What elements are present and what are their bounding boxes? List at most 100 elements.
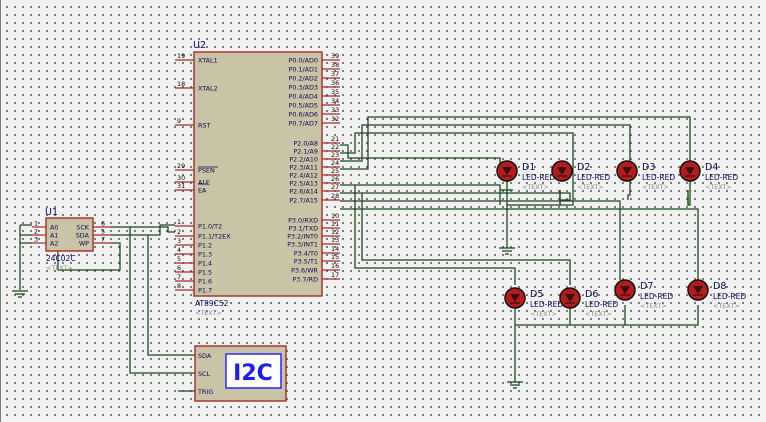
ground-symbol-leds-top (499, 247, 515, 255)
led-value: LED-RED (640, 292, 673, 301)
eeprom-pin-name: A2 (50, 240, 58, 248)
mcu-pin-number: 32 (331, 115, 339, 123)
led-refdes: D3 (642, 162, 655, 173)
led-value: LED-RED (577, 173, 610, 182)
eeprom-pin-name: A1 (50, 232, 58, 240)
mcu-pin-number: 19 (177, 52, 185, 60)
diode-triangle-icon (557, 167, 567, 175)
led-refdes: D7 (640, 281, 653, 292)
mcu-pin-number: 22 (331, 143, 339, 151)
mcu-right-pins: 39P0.0/AD038P0.1/AD137P0.2/AD236P0.3/AD3… (287, 52, 340, 284)
mcu-pin-name: P3.6/WR (291, 267, 318, 275)
mcu-pin-name: P0.5/AD5 (288, 102, 318, 110)
mcu-pin-name: P2.7/A15 (289, 197, 318, 205)
eeprom-pin-name: WP (79, 240, 89, 248)
eeprom-pin-number: 2 (34, 228, 38, 236)
eeprom-body[interactable] (45, 217, 94, 252)
diode-triangle-icon (693, 286, 703, 294)
led-text-placeholder: <TEXT> (705, 183, 732, 191)
mcu-pin-number: 10 (331, 212, 339, 220)
diode-triangle-icon (622, 167, 632, 175)
mcu-pin-name: P2.4/A12 (289, 172, 318, 180)
mcu-body[interactable] (193, 51, 323, 297)
ground-symbol-leds-bottom (507, 381, 523, 389)
mcu-pin-number: 39 (331, 52, 339, 60)
mcu-pin-name: P0.0/AD0 (288, 57, 318, 65)
mcu-pin-name: P3.3/INT1 (287, 241, 318, 249)
led-value: LED-RED (585, 300, 618, 309)
mcu-pin-name: P3.1/TXD (289, 225, 318, 233)
led-text-placeholder: <TEXT> (522, 183, 549, 191)
mcu-pin-name: RST (198, 122, 210, 130)
mcu-pin-name: P3.4/T0 (294, 250, 318, 258)
mcu-pin-name: P0.2/AD2 (288, 75, 318, 83)
led-refdes: D6 (585, 289, 598, 300)
led-refdes: D1 (522, 162, 535, 173)
mcu-pin-number: 31 (177, 182, 185, 190)
mcu-u2[interactable]: U2 AT89C52 <TEXT> 19XTAL118XTAL29RST29PS… (175, 40, 340, 317)
mcu-pin-name: P3.7/RD (292, 276, 318, 284)
i2c-pin-sda: SDA (198, 352, 212, 360)
mcu-pin-name: XTAL2 (198, 85, 218, 93)
mcu-refdes: U2 (193, 40, 206, 51)
eeprom-text-placeholder: <TEXT> (46, 264, 73, 272)
mcu-pin-number: 7 (177, 273, 181, 281)
mcu-pin-number: 1 (177, 218, 181, 226)
mcu-pin-number: 37 (331, 70, 339, 78)
led-value: LED-RED (642, 173, 675, 182)
mcu-pin-number: 18 (177, 80, 185, 88)
eeprom-pin-number: 1 (34, 220, 38, 228)
led-refdes: D2 (577, 162, 590, 173)
mcu-left-pins: 19XTAL118XTAL29RST29PSEN30ALE31EA1P1.0/T… (175, 52, 231, 295)
mcu-pin-name: P1.0/T2 (198, 223, 222, 231)
mcu-pin-name: XTAL1 (198, 57, 218, 65)
mcu-pin-name: P2.0/A8 (293, 140, 318, 148)
mcu-pin-number: 9 (177, 117, 181, 125)
mcu-pin-number: 34 (331, 97, 339, 105)
mcu-pin-number: 4 (177, 246, 181, 254)
mcu-pin-number: 29 (177, 162, 185, 170)
mcu-pin-number: 2 (177, 228, 181, 236)
mcu-pin-number: 38 (331, 61, 339, 69)
mcu-pin-name: P2.6/A14 (289, 188, 318, 196)
i2c-debugger[interactable]: I2C SDA SCL TRIG (194, 345, 287, 402)
mcu-pin-name: P1.5 (198, 269, 212, 277)
mcu-pin-number: 36 (331, 79, 339, 87)
mcu-pin-name: P2.5/A13 (289, 180, 318, 188)
mcu-pin-number: 15 (331, 253, 339, 261)
mcu-pin-number: 23 (331, 151, 339, 159)
diode-triangle-icon (510, 294, 520, 302)
led-value: LED-RED (705, 173, 738, 182)
mcu-pin-number: 16 (331, 262, 339, 270)
mcu-pin-name: EA (198, 187, 207, 195)
led-refdes: D4 (705, 162, 718, 173)
mcu-pin-number: 21 (331, 135, 339, 143)
mcu-text-placeholder: <TEXT> (195, 309, 222, 317)
eeprom-pin-number: 3 (34, 236, 38, 244)
mcu-pin-number: 35 (331, 88, 339, 96)
mcu-pin-name: P0.6/AD6 (288, 111, 318, 119)
mcu-pin-name: P2.2/A10 (289, 156, 318, 164)
eeprom-pin-number: 7 (101, 236, 105, 244)
led-text-placeholder: <TEXT> (577, 183, 604, 191)
mcu-pin-number: 6 (177, 264, 181, 272)
mcu-pin-number: 5 (177, 255, 181, 263)
eeprom-part: 24C02C (46, 254, 76, 263)
eeprom-pin-name: SCK (76, 224, 90, 232)
mcu-pin-number: 33 (331, 106, 339, 114)
led-value: LED-RED (522, 173, 555, 182)
mcu-pin-name: P3.0/RXD (288, 217, 318, 225)
led-text-placeholder: <TEXT> (642, 183, 669, 191)
mcu-pin-number: 12 (331, 228, 339, 236)
